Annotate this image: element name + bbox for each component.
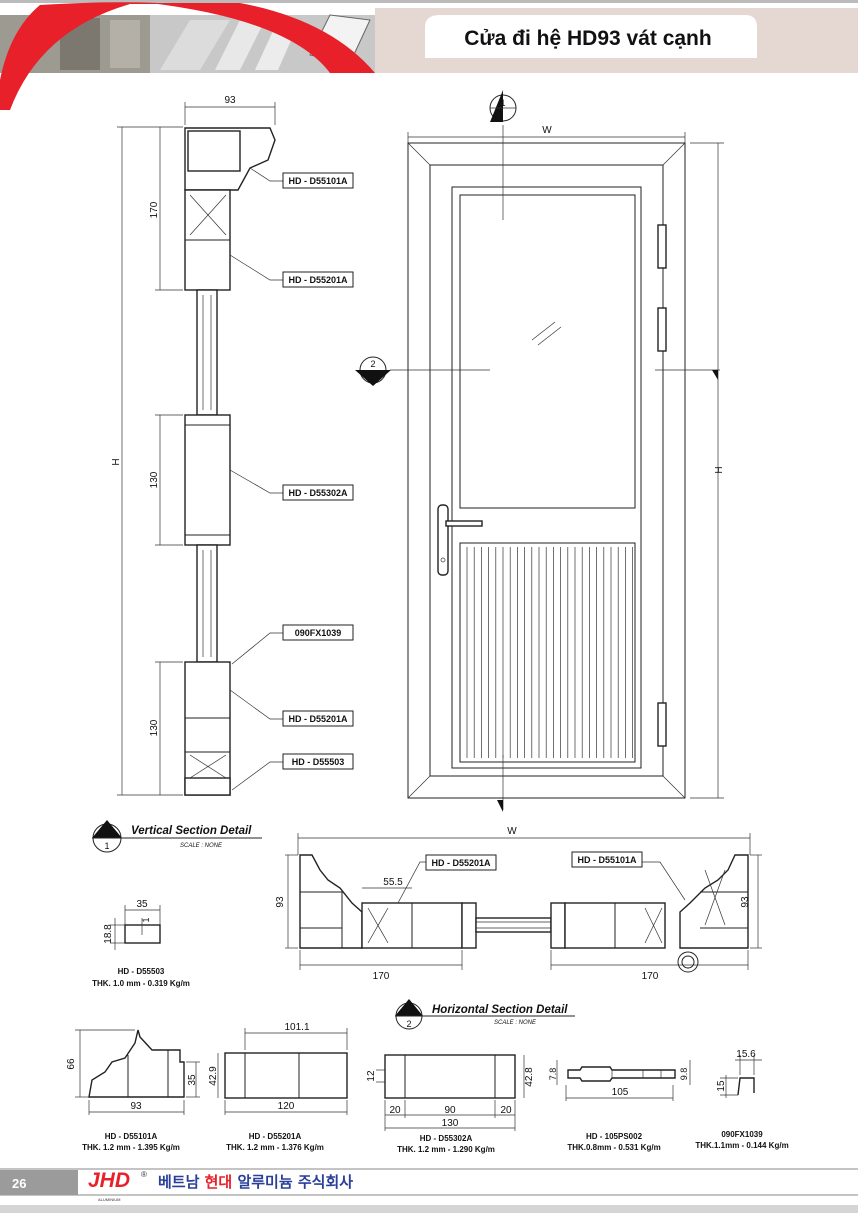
profile-spec-d55101a: THK. 1.2 mm - 1.395 Kg/m <box>82 1143 180 1152</box>
door-elevation <box>355 90 724 812</box>
horizontal-section-scale: SCALE : NONE <box>494 1020 537 1026</box>
page-title: Cửa đi hệ HD93 vát cạnh <box>464 27 711 50</box>
090fx1039-dim-15-6: 15.6 <box>736 1049 756 1060</box>
profile-spec-d55503: THK. 1.0 mm - 0.319 Kg/m <box>92 979 190 988</box>
company-name-part2: 현대 <box>204 1173 233 1191</box>
callout-d55201a-bottom: HD - D55201A <box>288 714 348 724</box>
horizontal-dim-170-right: 170 <box>642 971 659 982</box>
horizontal-section-title: Horizontal Section Detail <box>432 1004 568 1016</box>
section-marker-2: 2 <box>370 359 375 369</box>
profile-spec-d55201a: THK. 1.2 mm - 1.376 Kg/m <box>226 1143 324 1152</box>
d55302a-dim-20-right: 20 <box>500 1105 512 1116</box>
section-marker-1: 1 <box>500 98 505 108</box>
d55201a-dim-120: 120 <box>278 1101 295 1112</box>
callout-090fx1039: 090FX1039 <box>295 628 342 638</box>
d55302a-dim-42-8: 42.8 <box>524 1067 535 1087</box>
dim-130-bottom: 130 <box>149 719 160 736</box>
horizontal-dim-93-left: 93 <box>275 896 286 908</box>
105ps002-dim-9-8: 9.8 <box>679 1068 689 1081</box>
title-tab <box>425 15 757 58</box>
d55503-dim-35: 35 <box>136 899 148 910</box>
header-banner <box>0 0 858 111</box>
callout-d55101a: HD - D55101A <box>288 176 348 186</box>
d55302a-dim-20-left: 20 <box>389 1105 401 1116</box>
profile-spec-105ps002: THK.0.8mm - 0.531 Kg/m <box>567 1143 660 1152</box>
footer-bottom-band <box>0 1205 858 1213</box>
callout-h-d55101a: HD - D55101A <box>577 855 637 865</box>
horizontal-dim-93-right: 93 <box>740 896 751 908</box>
horizontal-section-title-marker <box>395 999 575 1030</box>
company-name: 베트남 현대 알루미늄 주식회사 <box>158 1173 353 1191</box>
d55302a-dim-90: 90 <box>444 1105 456 1116</box>
registered-mark: ® <box>141 1170 147 1179</box>
callout-d55201a: HD - D55201A <box>288 275 348 285</box>
vertical-marker-number: 1 <box>104 841 109 851</box>
callout-d55503: HD - D55503 <box>292 757 345 767</box>
vertical-section-title-marker <box>92 820 262 853</box>
horizontal-marker-number: 2 <box>406 1019 411 1029</box>
d55101a-dim-35: 35 <box>187 1074 198 1086</box>
red-arc-left <box>0 2 175 111</box>
profile-code-d55503: HD - D55503 <box>118 967 165 976</box>
elevation-height-label: H <box>714 466 725 473</box>
dim-top-93: 93 <box>224 95 236 106</box>
dim-h: H <box>111 458 122 465</box>
elevation-width-label: W <box>542 125 552 136</box>
vertical-section <box>117 102 354 796</box>
profile-drawings <box>75 1028 762 1131</box>
d55302a-dim-130: 130 <box>442 1118 459 1129</box>
profile-code-090fx1039: 090FX1039 <box>721 1130 763 1139</box>
profile-code-105ps002: HD - 105PS002 <box>586 1132 643 1141</box>
company-logo-sub: ALUMINIUM <box>98 1197 121 1202</box>
dim-130-mid: 130 <box>149 471 160 488</box>
page-number: 26 <box>12 1176 26 1191</box>
horizontal-section <box>285 833 762 973</box>
d55201a-dim-42-9: 42.9 <box>208 1066 219 1086</box>
horizontal-dim-55-5: 55.5 <box>383 877 403 888</box>
profile-spec-d55302a: THK. 1.2 mm - 1.290 Kg/m <box>397 1145 495 1154</box>
105ps002-dim-105: 105 <box>612 1087 629 1098</box>
d55503-dim-18-8: 18.8 <box>103 924 114 944</box>
horizontal-dim-170-left: 170 <box>373 971 390 982</box>
090fx1039-dim-15: 15 <box>716 1080 727 1092</box>
callout-h-d55201a: HD - D55201A <box>431 858 491 868</box>
page-number-box <box>0 1170 78 1195</box>
d55201a-dim-101-1: 101.1 <box>284 1022 309 1033</box>
d55101a-dim-66: 66 <box>66 1058 77 1070</box>
d55302a-dim-12: 12 <box>366 1070 377 1082</box>
callout-d55302a: HD - D55302A <box>288 488 348 498</box>
vertical-section-scale: SCALE : NONE <box>180 843 223 849</box>
d55503-dim-1: 1 <box>141 917 151 922</box>
red-arc-right <box>150 3 375 73</box>
company-name-part3: 알루미늄 주식회사 <box>232 1173 354 1191</box>
105ps002-dim-7-8: 7.8 <box>548 1068 558 1081</box>
company-logo: JHD <box>88 1169 131 1192</box>
profile-spec-090fx1039: THK.1.1mm - 0.144 Kg/m <box>695 1141 788 1150</box>
vertical-section-title: Vertical Section Detail <box>131 825 252 837</box>
dim-170: 170 <box>149 201 160 218</box>
profile-d55503-drawing <box>110 905 161 950</box>
profile-code-d55302a: HD - D55302A <box>420 1134 473 1143</box>
profile-code-d55201a: HD - D55201A <box>249 1132 302 1141</box>
profile-code-d55101a: HD - D55101A <box>105 1132 158 1141</box>
d55101a-dim-93: 93 <box>130 1101 142 1112</box>
company-name-part1: 베트남 <box>158 1173 205 1191</box>
horizontal-width-label: W <box>507 826 517 837</box>
